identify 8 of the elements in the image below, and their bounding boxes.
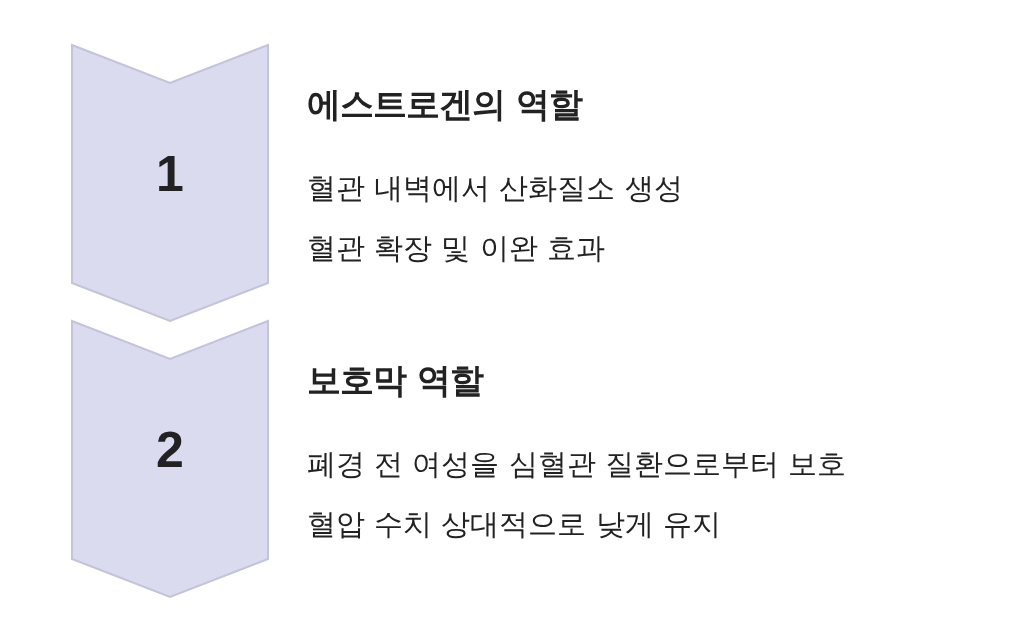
step-text: 혈관 내벽에서 산화질소 생성 xyxy=(307,170,683,207)
step-heading: 에스트로겐의 역할 xyxy=(307,83,582,126)
step-heading: 보호막 역할 xyxy=(307,359,483,402)
step-text: 폐경 전 여성을 심혈관 질환으로부터 보호 xyxy=(307,446,847,483)
step-text: 혈압 수치 상대적으로 낮게 유지 xyxy=(307,506,721,543)
step-number: 2 xyxy=(155,421,185,480)
step-number: 1 xyxy=(155,145,185,204)
step-text: 혈관 확장 및 이완 효과 xyxy=(307,230,605,267)
